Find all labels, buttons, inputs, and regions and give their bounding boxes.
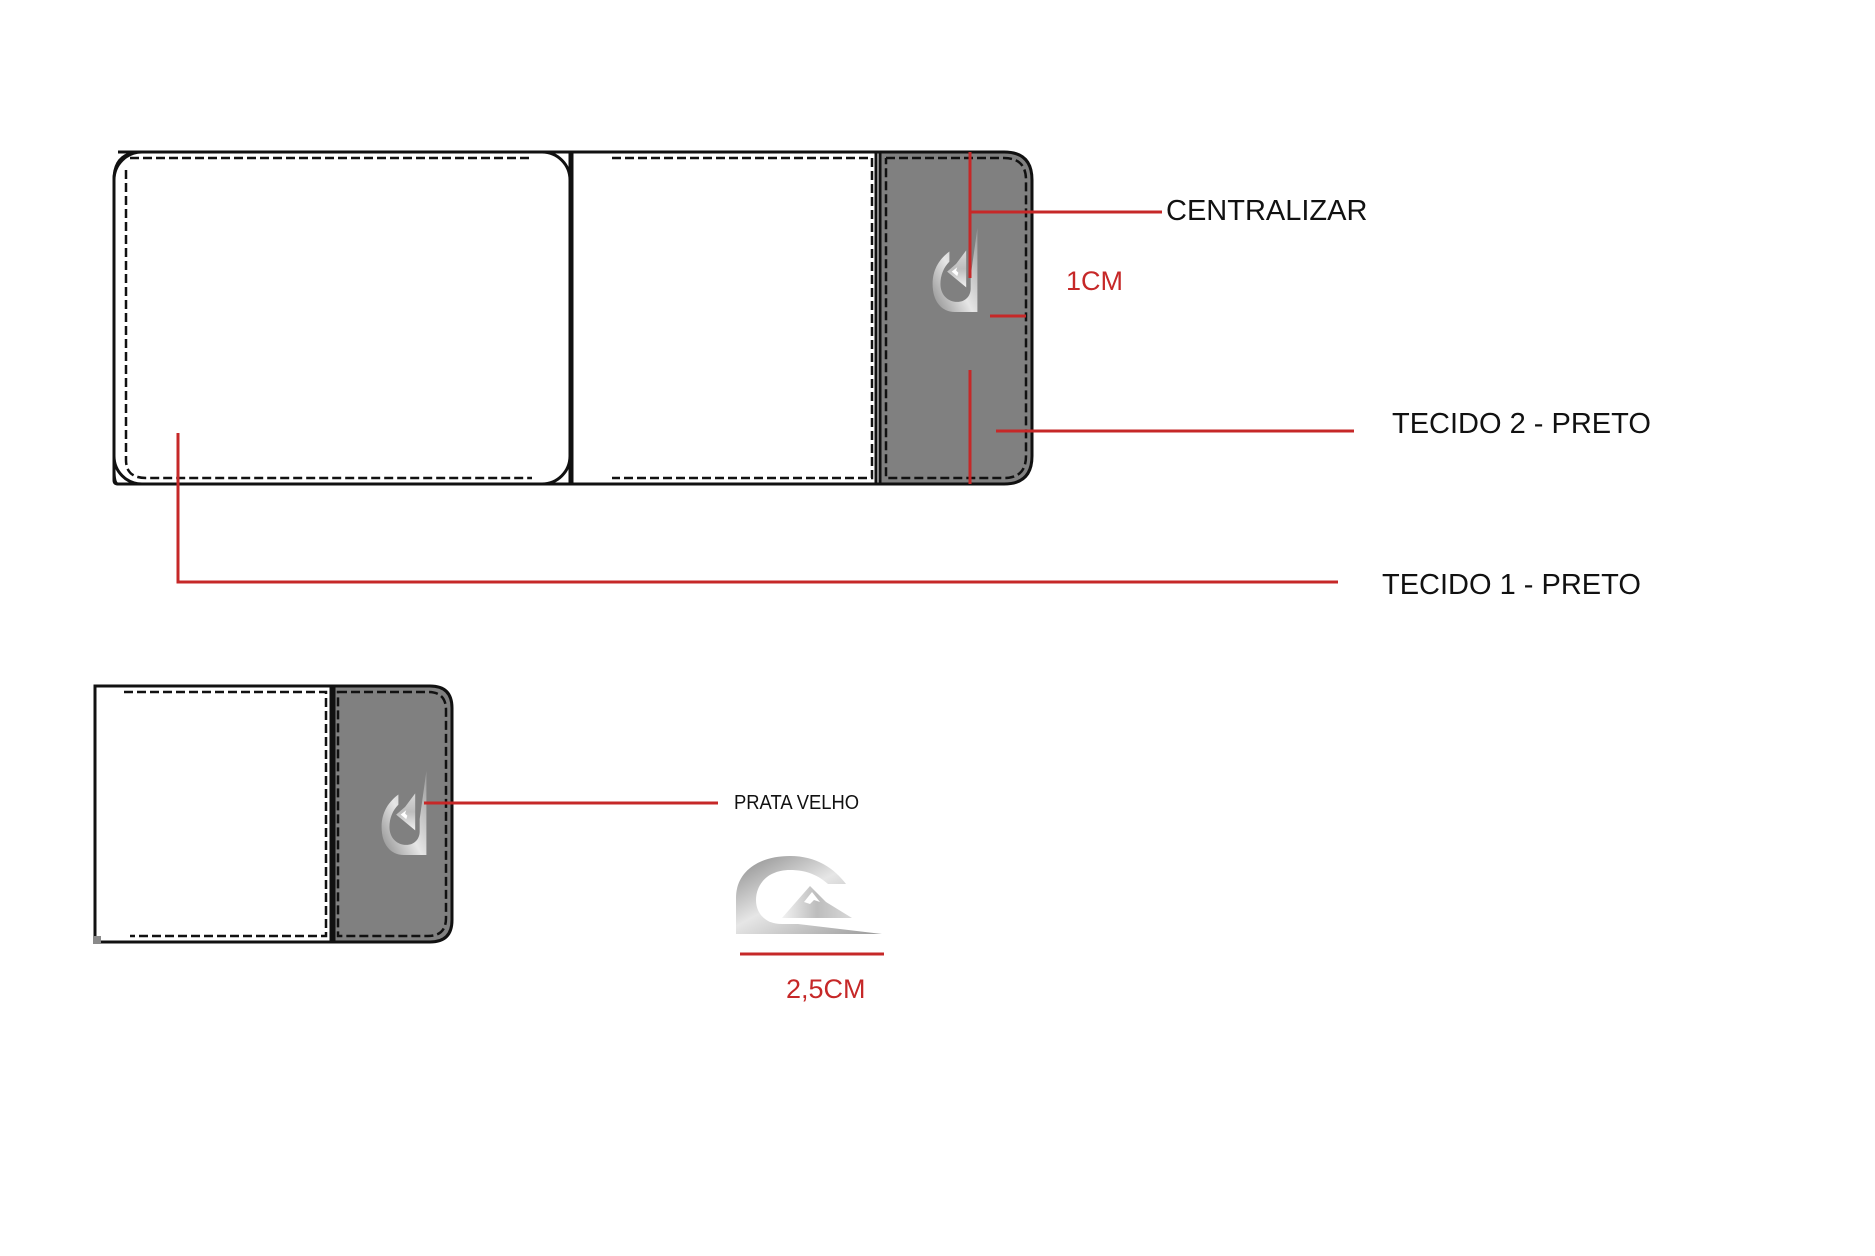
label-2-5cm: 2,5CM — [786, 974, 866, 1004]
label-prata-velho: PRATA VELHO — [734, 792, 860, 814]
open-wallet-drawing — [112, 150, 1034, 486]
top-callouts — [176, 152, 1354, 584]
bottom-callouts — [424, 801, 884, 956]
quiksilver-logo-icon — [736, 856, 882, 934]
folded-front — [93, 684, 333, 944]
right-panel — [570, 150, 882, 486]
label-centralizar: CENTRALIZAR — [1166, 195, 1368, 227]
label-tecido-2: TECIDO 2 - PRETO — [1392, 408, 1651, 440]
label-tecido-1: TECIDO 1 - PRETO — [1382, 569, 1641, 601]
gray-flap — [878, 150, 1034, 486]
label-1cm: 1CM — [1066, 266, 1124, 296]
folded-wallet-drawing — [93, 684, 454, 944]
